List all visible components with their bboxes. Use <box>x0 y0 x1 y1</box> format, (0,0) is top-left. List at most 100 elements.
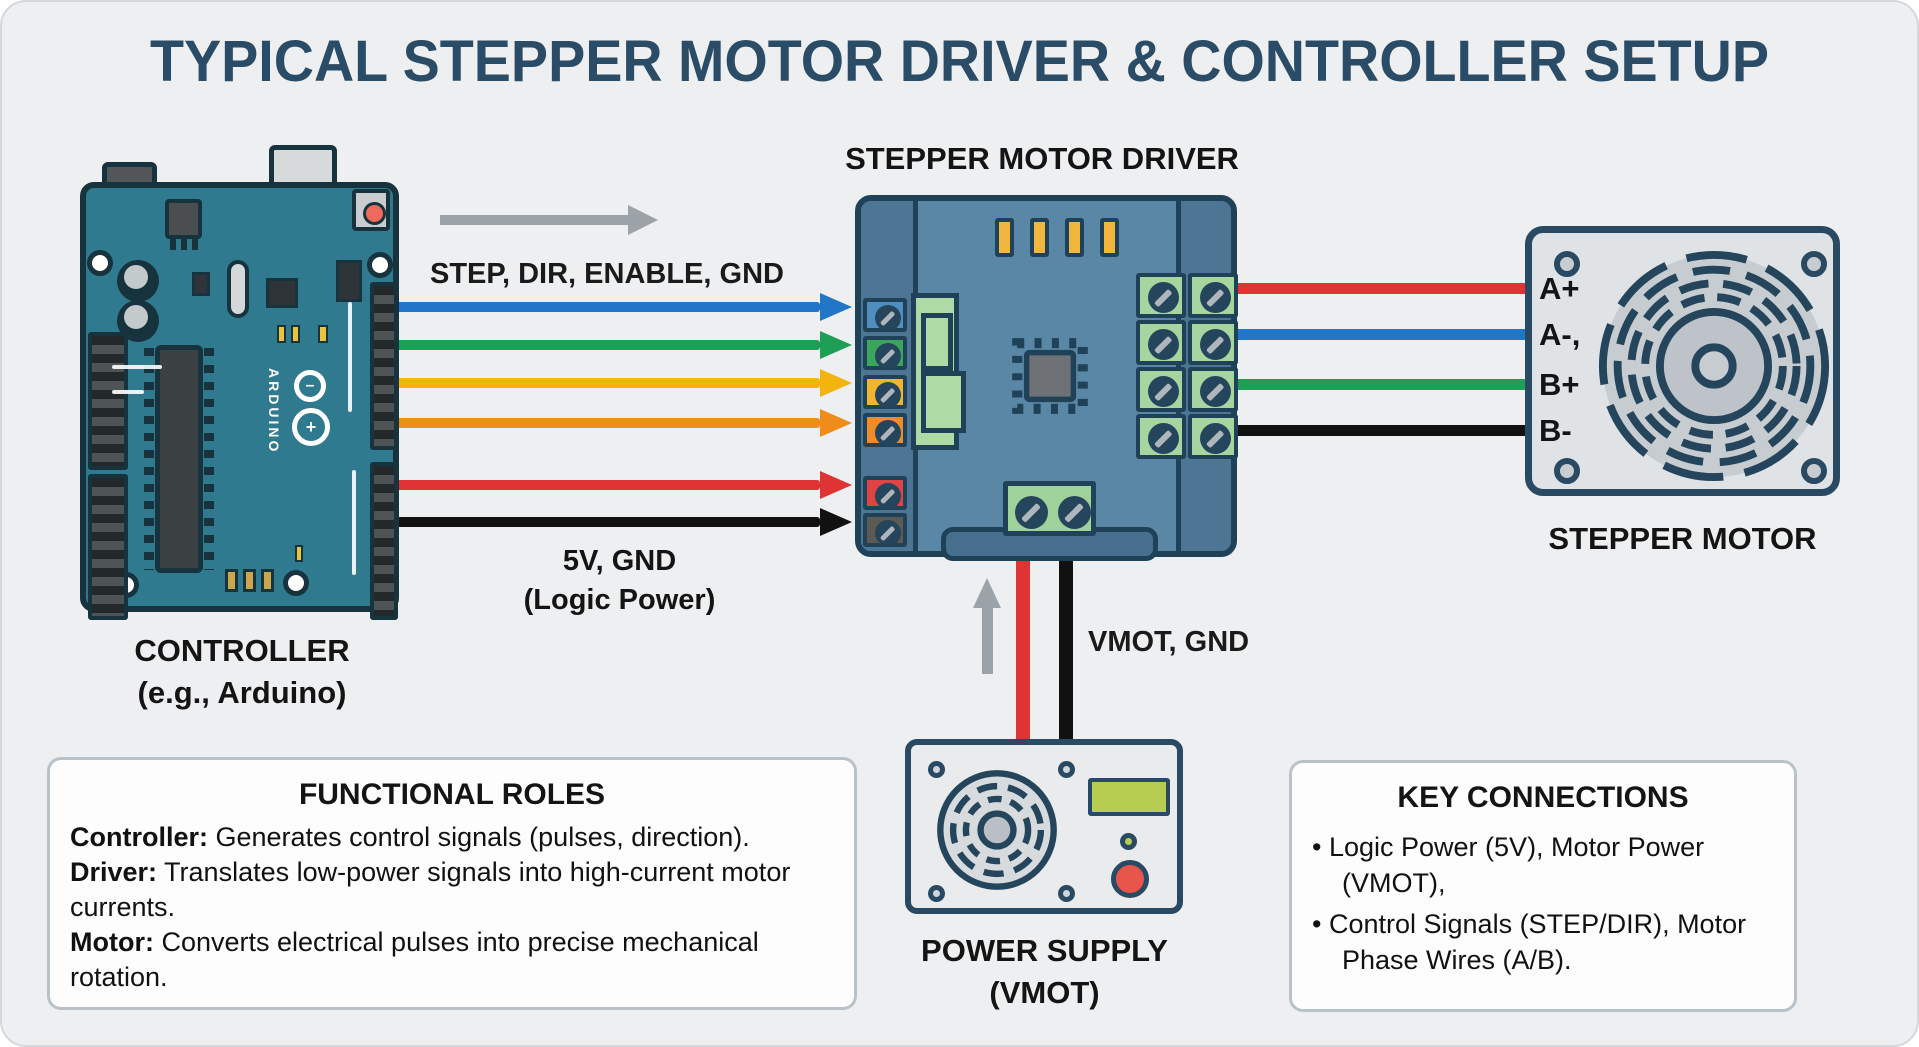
control-signals-label: STEP, DIR, ENABLE, GND <box>430 258 784 290</box>
role-term: Driver: <box>70 857 158 888</box>
power-flow-arrow-tail <box>982 606 993 674</box>
voltage-regulator-icon <box>165 199 202 239</box>
screw-icon <box>875 420 901 446</box>
wire-enable-yellow <box>384 378 820 388</box>
bottom-pin-icon <box>261 569 274 592</box>
motor-screw-icon <box>1801 458 1827 484</box>
motor-label: STEPPER MOTOR <box>1548 521 1817 556</box>
screw-icon <box>875 343 901 369</box>
smd-chip-icon <box>266 278 298 308</box>
controller-label: CONTROLLER (e.g., Arduino) <box>62 630 422 714</box>
connector-step <box>921 313 953 371</box>
flow-arrow-tail <box>440 215 628 225</box>
arduino-logo-minus-icon: – <box>294 370 326 402</box>
driver-label: STEPPER MOTOR DRIVER <box>845 141 1239 176</box>
driver-chip-icon <box>1012 338 1088 414</box>
screw-icon <box>875 483 901 509</box>
wire-step-arrowhead-icon <box>820 293 852 321</box>
motor-power-label: VMOT, GND <box>1088 626 1250 658</box>
wire-dir-green <box>384 340 820 350</box>
psu-screw-icon <box>1058 761 1075 778</box>
pcb-trace <box>112 390 144 394</box>
screw-icon <box>1148 423 1179 454</box>
role-desc: Translates low-power signals into high-c… <box>70 857 791 923</box>
reset-button-icon <box>352 189 390 231</box>
mounting-hole-icon <box>367 252 393 278</box>
wire-gnd-orange <box>384 418 820 428</box>
output-terminal <box>1188 320 1238 365</box>
dip-legs-icon <box>144 348 154 570</box>
phase-label-a-plus: A+ <box>1539 271 1580 306</box>
wire-vmot-red <box>1016 522 1030 740</box>
power-flow-arrow-icon <box>973 578 1001 608</box>
terminal-enable <box>863 375 907 409</box>
key-connections-box: KEY CONNECTIONS Logic Power (5V), Motor … <box>1289 760 1797 1012</box>
led-icon <box>277 325 286 343</box>
role-term: Controller: <box>70 822 208 852</box>
pcb-trace <box>348 302 352 412</box>
phase-label-a-minus: A-, <box>1539 317 1581 352</box>
arduino-logo-text: ARDUINO <box>266 368 282 455</box>
key-connections-list: Logic Power (5V), Motor Power (VMOT), Co… <box>1312 829 1774 979</box>
wire-b-minus-black <box>1235 425 1527 436</box>
controller-board: ARDUINO – + <box>80 142 400 620</box>
pin-header-icon <box>88 332 128 470</box>
smd-chip-icon <box>192 272 210 296</box>
arduino-logo-plus-icon: + <box>292 408 330 446</box>
screw-icon <box>1058 496 1091 529</box>
pin-header-icon <box>370 462 398 620</box>
wire-logic-gnd-black <box>384 517 820 527</box>
psu-power-button[interactable] <box>1111 860 1149 898</box>
psu-screw-icon <box>928 885 945 902</box>
solder-pad-icon <box>1030 218 1049 257</box>
driver-board <box>855 195 1238 561</box>
screw-icon <box>1015 496 1048 529</box>
wire-b-plus-green <box>1235 379 1527 390</box>
motor-screw-icon <box>1554 458 1580 484</box>
fan-icon <box>937 770 1057 890</box>
psu-led-icon <box>1120 833 1137 850</box>
mounting-hole-icon <box>283 570 309 596</box>
role-desc: Converts electrical pulses into precise … <box>70 927 759 993</box>
crystal-oscillator-icon <box>227 260 249 318</box>
key-connection-item: Control Signals (STEP/DIR), Motor Phase … <box>1312 906 1774 979</box>
logic-power-line2: (Logic Power) <box>523 584 716 617</box>
motor-screw-icon <box>1554 251 1580 277</box>
terminal-dir <box>863 336 907 370</box>
microcontroller-chip-icon <box>155 345 203 573</box>
functional-roles-title: FUNCTIONAL ROLES <box>298 778 606 811</box>
output-terminal <box>1136 320 1186 365</box>
power-supply <box>905 739 1183 914</box>
icsp-header-icon <box>336 260 362 302</box>
phase-label-b-minus: B- <box>1539 413 1572 448</box>
key-connection-item: Logic Power (5V), Motor Power (VMOT), <box>1312 829 1774 902</box>
screw-icon <box>875 382 901 408</box>
page-title: TYPICAL STEPPER MOTOR DRIVER & CONTROLLE… <box>149 29 1769 94</box>
controller-label-line1: CONTROLLER <box>134 633 350 668</box>
pin-header-icon <box>88 474 128 620</box>
screw-icon <box>1200 329 1231 360</box>
key-connections-title: KEY CONNECTIONS <box>1397 781 1689 814</box>
wire-a-plus-red <box>1235 283 1527 294</box>
power-input-terminal <box>1003 481 1096 536</box>
screw-icon <box>1200 282 1231 313</box>
logo-plus: + <box>305 416 317 437</box>
solder-pad-icon <box>1100 218 1119 257</box>
mounting-hole-icon <box>87 250 113 276</box>
screw-icon <box>875 305 901 331</box>
role-term: Motor: <box>70 927 154 958</box>
pcb-trace <box>112 365 162 369</box>
stepper-motor <box>1525 226 1840 496</box>
motor-screw-icon <box>1801 251 1827 277</box>
wire-dir-arrowhead-icon <box>820 331 852 359</box>
terminal-gnd <box>863 413 907 447</box>
flow-arrow-icon <box>628 205 658 235</box>
psu-screw-icon <box>1058 885 1075 902</box>
logo-minus: – <box>305 377 315 394</box>
wire-logic-gnd-arrowhead-icon <box>820 508 852 536</box>
power-supply-label: POWER SUPPLY (VMOT) <box>882 930 1207 1014</box>
screw-icon <box>1148 282 1179 313</box>
bottom-pin-icon <box>243 569 256 592</box>
output-terminal <box>1188 414 1238 459</box>
wire-enable-arrowhead-icon <box>820 369 852 397</box>
